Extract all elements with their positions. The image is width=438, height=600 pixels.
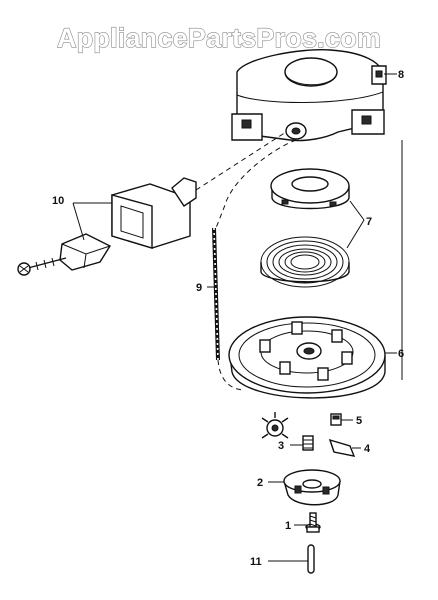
part-11-pin — [307, 544, 315, 574]
watermark-text: AppliancePartsPros.com — [57, 23, 381, 53]
part-9-rope — [212, 139, 297, 391]
callout-8: 8 — [398, 69, 404, 81]
callout-9: 9 — [196, 282, 202, 294]
part-8-housing — [231, 49, 387, 142]
part-1-screw — [305, 512, 321, 533]
callout-1: 1 — [285, 520, 291, 532]
callout-7: 7 — [366, 216, 372, 228]
callout-11: 11 — [250, 556, 262, 568]
callout-5: 5 — [356, 415, 362, 427]
part-6-pulley — [228, 316, 386, 399]
callout-4: 4 — [364, 443, 371, 455]
part-5-pawl — [330, 413, 342, 426]
part-4-pawl-plate — [328, 438, 356, 457]
callout-6: 6 — [398, 348, 404, 360]
callout-2: 2 — [257, 477, 263, 489]
callout-10: 10 — [52, 195, 64, 207]
part-10-handle — [17, 131, 287, 276]
leader-lines — [72, 73, 397, 562]
part-3-spring — [302, 435, 314, 451]
small-gear — [261, 412, 289, 439]
part-7-spring-and-cup — [260, 168, 350, 288]
callout-3: 3 — [278, 440, 284, 452]
part-2-retainer — [283, 469, 341, 506]
